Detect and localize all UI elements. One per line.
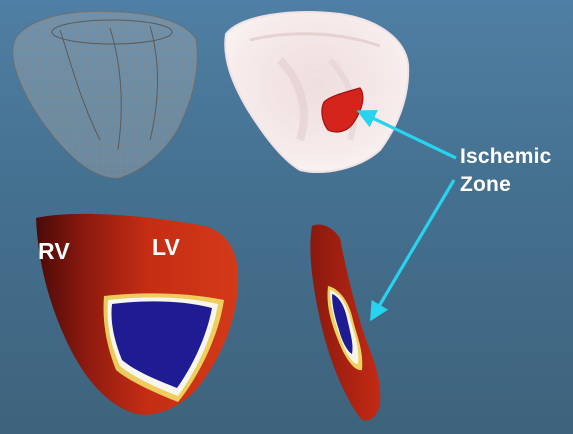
- ischemic-label-line2: Zone: [460, 171, 552, 199]
- wireframe-heart-mesh: [13, 12, 197, 178]
- ischemic-zone-label: Ischemic Zone: [460, 143, 552, 199]
- transmural-slice-heatmap: [310, 225, 380, 421]
- translucent-heart-with-ischemic-region: [225, 12, 408, 172]
- lv-label: LV: [152, 234, 180, 261]
- ischemic-label-line1: Ischemic: [460, 143, 552, 171]
- arrow-to-slice-ischemic-zone: [372, 180, 454, 318]
- rv-label: RV: [38, 238, 70, 265]
